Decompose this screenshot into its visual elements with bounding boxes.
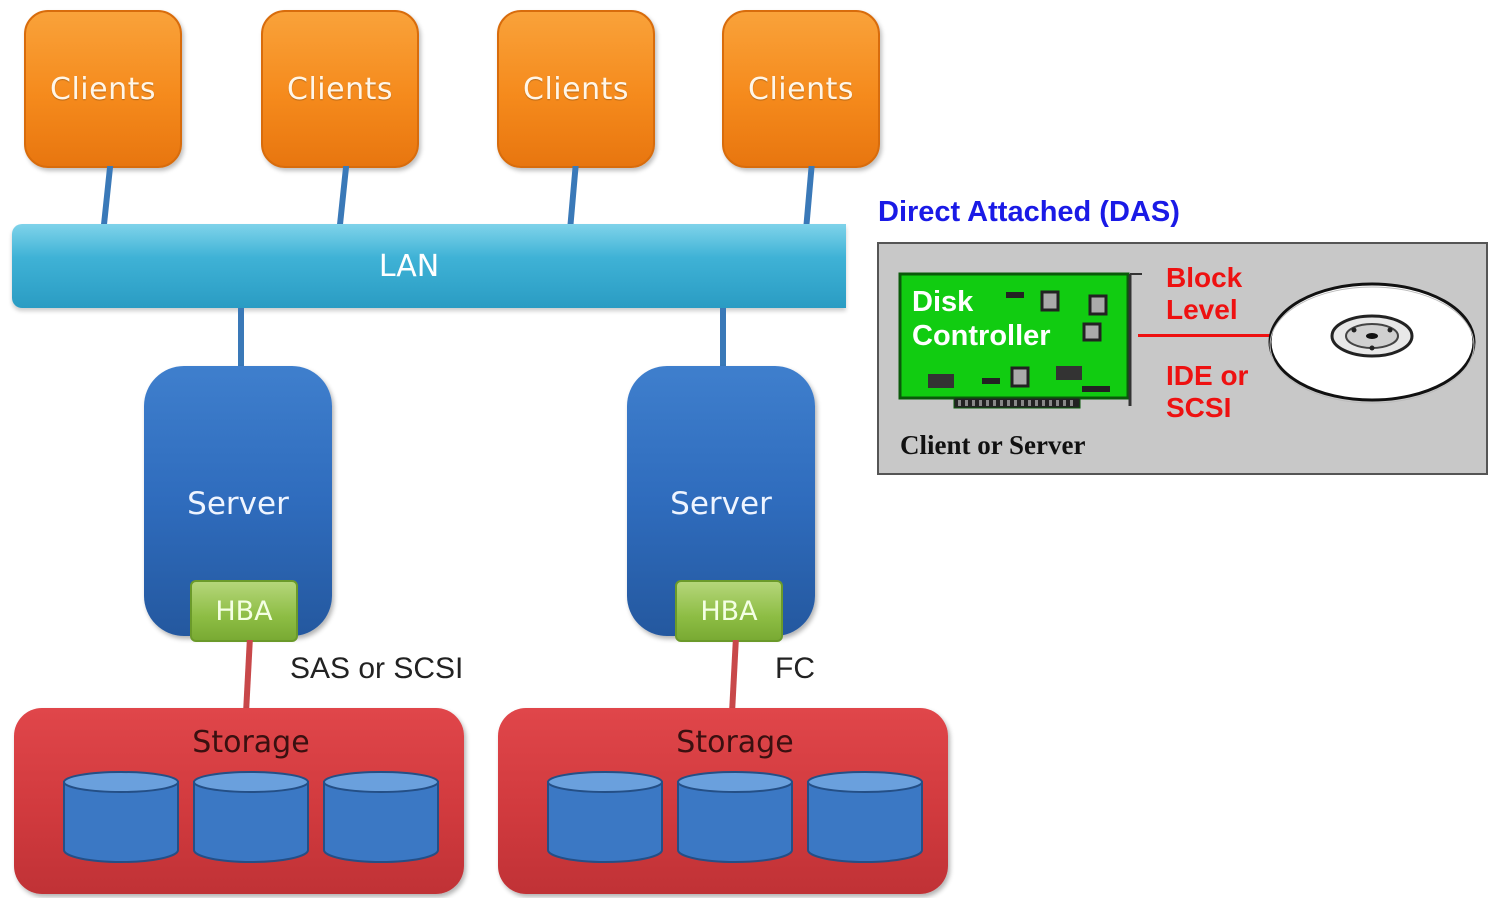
hba-label: HBA xyxy=(215,595,273,627)
hba-storage-link-2 xyxy=(729,640,739,710)
hba-storage-link-1 xyxy=(243,640,253,710)
hard-disk-platter-icon xyxy=(1268,282,1476,404)
client-box-4: Clients xyxy=(722,10,880,168)
client-label: Clients xyxy=(50,71,156,107)
client-label: Clients xyxy=(287,71,393,107)
disk-cylinder-icon xyxy=(193,771,309,863)
disk-cylinder-icon xyxy=(677,771,793,863)
storage-label: Storage xyxy=(192,724,310,760)
storage-label: Storage xyxy=(676,724,794,760)
block-level-label-line2: Level xyxy=(1166,294,1238,325)
client-label: Clients xyxy=(523,71,629,107)
client-lan-link-1 xyxy=(100,166,114,226)
hba-label: HBA xyxy=(700,595,758,627)
lan-server-link-1 xyxy=(238,308,244,368)
das-caption: Client or Server xyxy=(900,430,1086,460)
fc-link-label: FC xyxy=(775,652,815,685)
client-label: Clients xyxy=(748,71,854,107)
server-label: Server xyxy=(187,486,289,522)
hba-card-1: HBA xyxy=(190,580,298,642)
server-label: Server xyxy=(670,486,772,522)
disk-cylinder-icon xyxy=(807,771,923,863)
client-lan-link-2 xyxy=(336,166,350,226)
hba-card-2: HBA xyxy=(675,580,783,642)
card-label-line1: Disk xyxy=(912,286,974,318)
lan-label: LAN xyxy=(378,248,440,284)
client-box-2: Clients xyxy=(261,10,419,168)
interface-label-line1: IDE or xyxy=(1166,360,1249,391)
das-title: Direct Attached (DAS) xyxy=(878,196,1180,228)
disk-cylinder-icon xyxy=(323,771,439,863)
lan-server-link-2 xyxy=(720,308,726,368)
disk-controller-card-icon xyxy=(898,272,1142,409)
block-level-label-line1: Block xyxy=(1166,262,1243,293)
client-lan-link-3 xyxy=(567,166,579,226)
client-lan-link-4 xyxy=(803,166,815,226)
disk-cylinder-icon xyxy=(547,771,663,863)
lan-bar: LAN xyxy=(12,224,846,308)
sas-scsi-link-label: SAS or SCSI xyxy=(290,652,464,685)
client-box-1: Clients xyxy=(24,10,182,168)
client-box-3: Clients xyxy=(497,10,655,168)
interface-label-line2: SCSI xyxy=(1166,392,1232,423)
card-label-line2: Controller xyxy=(912,320,1051,352)
das-link-line xyxy=(1138,334,1272,337)
disk-cylinder-icon xyxy=(63,771,179,863)
